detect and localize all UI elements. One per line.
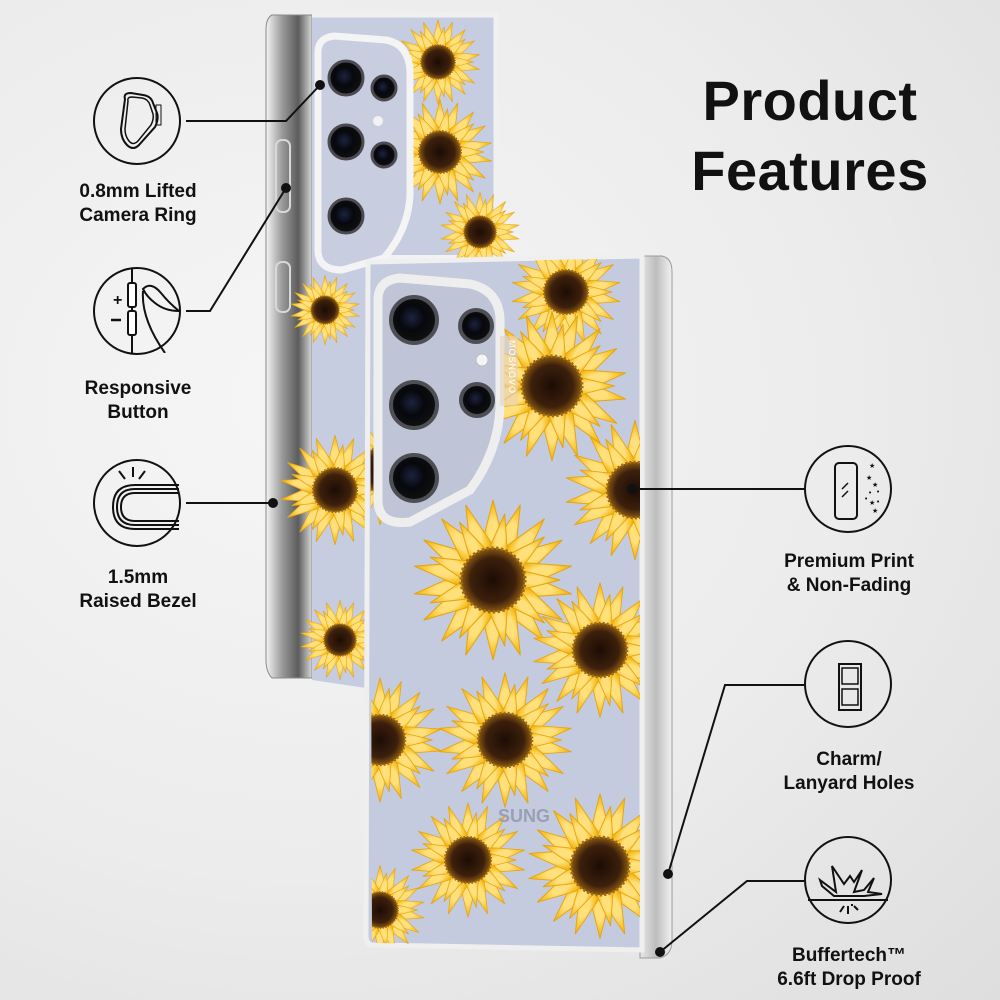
page-title: Product Features (660, 66, 960, 206)
title-line-1: Product (702, 69, 918, 132)
case-brand-text: MOSNOVO (507, 340, 517, 394)
callout-lines (186, 84, 804, 953)
feature-label-premium-print: Premium Print& Non-Fading (784, 551, 914, 596)
feature-label-lanyard-holes: Charm/Lanyard Holes (783, 749, 915, 794)
svg-text:•: • (868, 489, 872, 497)
lanyard-holes-icon (804, 640, 892, 728)
svg-text:★: ★ (872, 507, 878, 515)
svg-text:•: • (876, 488, 880, 496)
back-phone (265, 12, 522, 688)
side-button-icon: + (93, 267, 181, 355)
svg-text:★: ★ (869, 499, 875, 507)
phone-brand-text: SUNG (498, 806, 550, 826)
svg-text:★: ★ (872, 481, 878, 489)
svg-text:★: ★ (869, 462, 875, 470)
svg-text:★: ★ (866, 474, 872, 482)
svg-text:•: • (876, 498, 880, 506)
impact-burst-icon (804, 836, 892, 924)
svg-text:•: • (864, 495, 868, 503)
camera-ring-icon (93, 77, 181, 165)
print-sparkle-icon: ★★★ ••★ •★• (804, 445, 892, 533)
raised-bezel-icon (93, 459, 181, 547)
svg-text:+: + (113, 292, 122, 309)
title-line-2: Features (691, 139, 929, 202)
front-phone: SUNG MOSNOVO (363, 253, 673, 959)
